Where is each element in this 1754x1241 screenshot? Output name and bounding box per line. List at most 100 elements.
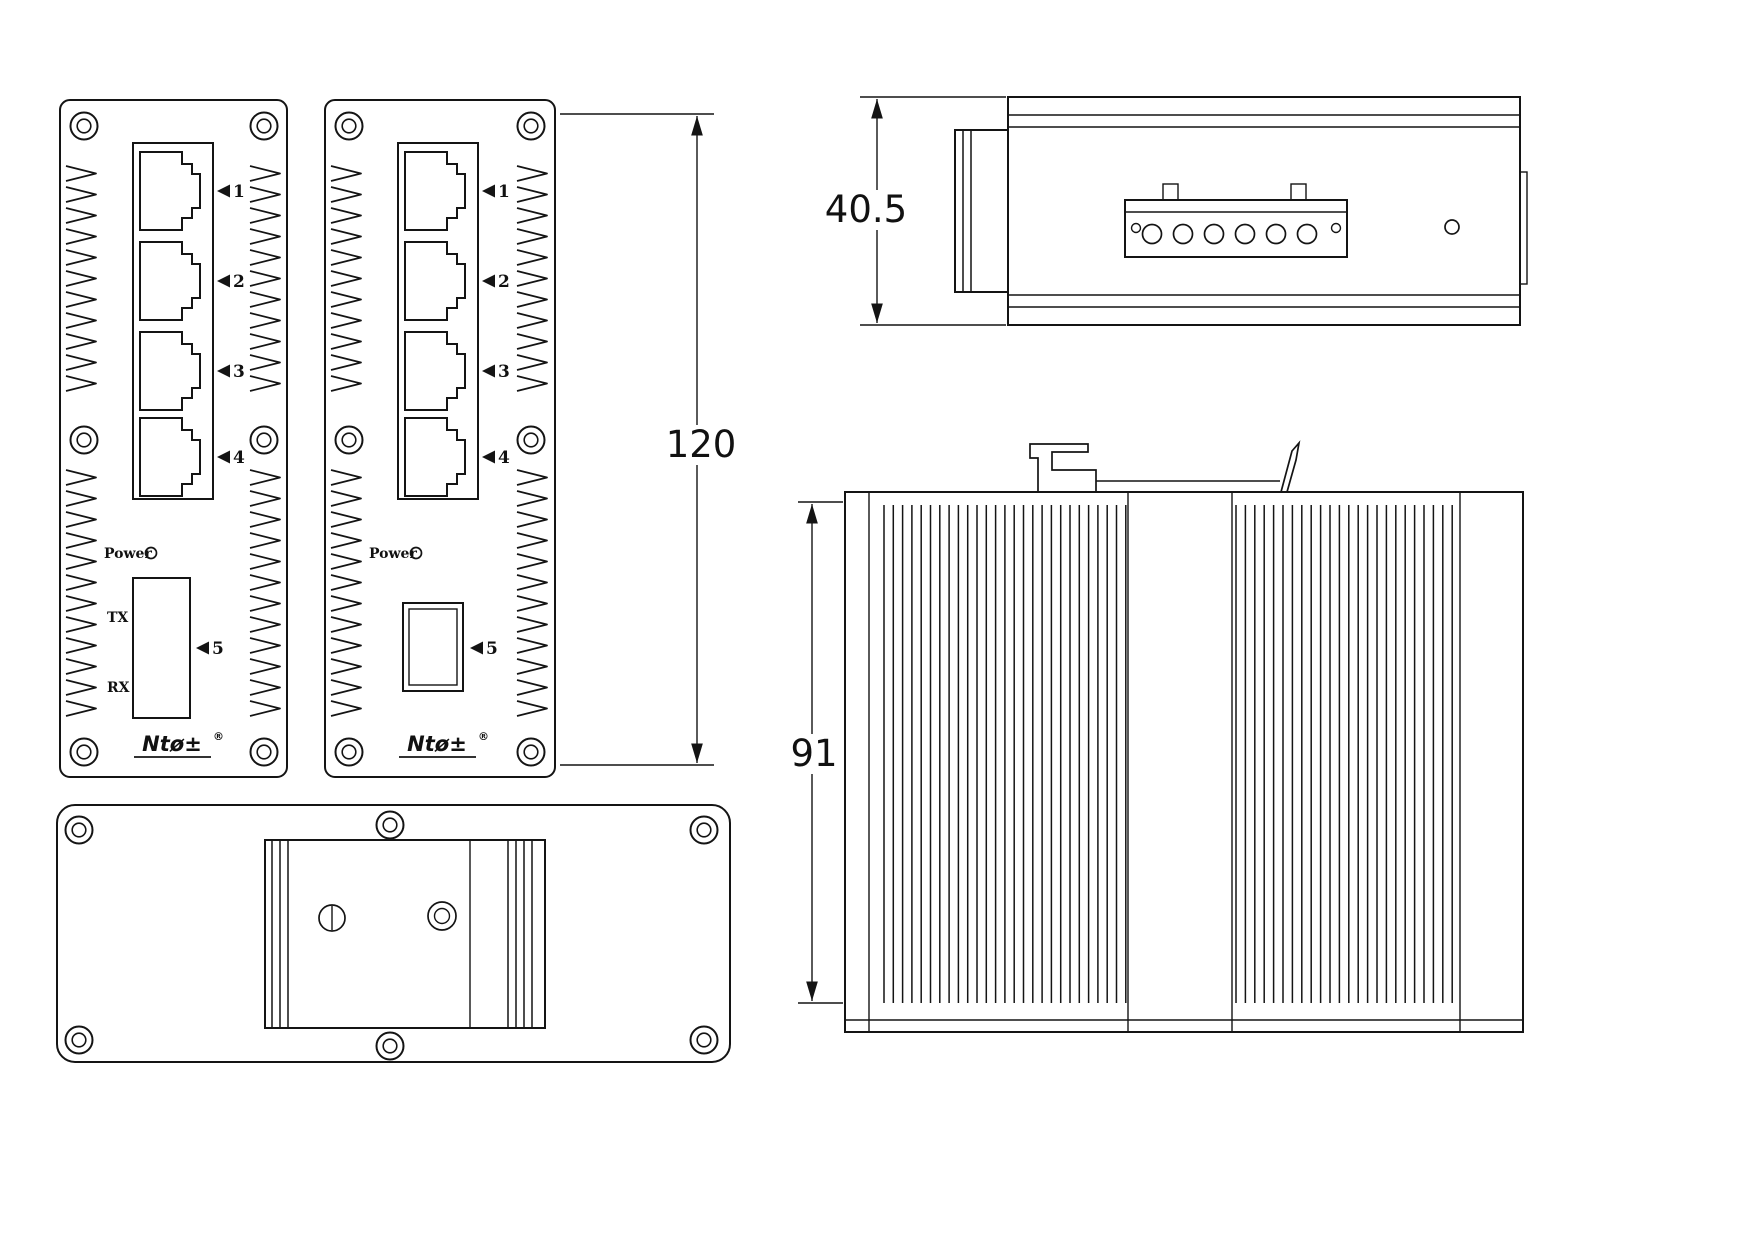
port-number: 5 (486, 639, 498, 659)
screw-hole (334, 111, 364, 141)
port-arrow-icon (482, 274, 495, 288)
terminal-pin (1296, 223, 1318, 245)
terminal-pin (1141, 223, 1163, 245)
port-number: 1 (498, 182, 510, 202)
port-number: 2 (498, 272, 510, 292)
heatsink-fins-right-lower (249, 469, 281, 717)
brand-logo: Ntø± ® (134, 730, 224, 758)
dimension-text-mask (812, 190, 920, 230)
din-clip-lines (962, 130, 972, 292)
dimension-value: 91 (790, 732, 837, 775)
registered-mark: ® (213, 730, 224, 743)
brand-logo: Ntø± ® (399, 730, 489, 758)
dimension-front-height: 120 (560, 113, 737, 766)
grounding-hole (1444, 219, 1460, 235)
dimension-top-depth: 40.5 (812, 96, 1006, 326)
screw-hole (516, 737, 546, 767)
din-release-lever (1280, 440, 1301, 493)
sfp-port-outline (402, 602, 464, 692)
port-label-3: 3 (217, 362, 245, 382)
din-mount-plate (264, 839, 546, 1029)
screw-hole (249, 425, 279, 455)
heatsink-fins-right-lower (516, 469, 548, 717)
port-number: 5 (212, 639, 224, 659)
front-view-fiber-variant: 1 2 3 4 Power TX RX 5 Ntø± ® (59, 99, 288, 778)
port-number: 3 (233, 362, 245, 382)
port-label-2: 2 (217, 272, 245, 292)
logo-text: Ntø± (142, 732, 202, 756)
screw-hole (689, 815, 719, 845)
port-label-3: 3 (482, 362, 510, 382)
dimension-text-mask (786, 734, 842, 774)
din-hook (1029, 443, 1097, 492)
power-label: Power (369, 546, 417, 562)
screw-hole (69, 425, 99, 455)
heatsink-fins-right-group (1235, 505, 1453, 1003)
terminal-end-hole (1330, 222, 1342, 234)
power-label: Power (104, 546, 152, 562)
bottom-view (56, 804, 731, 1063)
dimension-value: 120 (666, 423, 737, 466)
heatsink-fins-right-upper (249, 165, 281, 392)
fiber-port-outline (132, 577, 191, 719)
port-label-4: 4 (482, 448, 510, 468)
screw-hole (69, 111, 99, 141)
port-arrow-icon (482, 184, 495, 198)
side-tab (1519, 171, 1528, 285)
top-view (954, 96, 1528, 326)
rj45-port-2 (404, 241, 466, 321)
terminal-pin (1234, 223, 1256, 245)
rj45-port-frame (132, 142, 214, 500)
rj45-port-1 (139, 151, 201, 231)
rj45-port-2 (139, 241, 201, 321)
terminal-block-outline (1124, 199, 1348, 258)
dimension-text-mask (668, 425, 734, 465)
port-arrow-icon (217, 274, 230, 288)
sfp-port-inner (408, 608, 458, 686)
port-number: 2 (233, 272, 245, 292)
rj45-port-3 (404, 331, 466, 411)
screw-hole (334, 425, 364, 455)
power-led (144, 546, 158, 560)
screw-hole (516, 425, 546, 455)
heatsink-fins-left-lower (65, 469, 97, 717)
logo-text: Ntø± (407, 732, 467, 756)
mount-hole-inner (433, 907, 451, 925)
din-clip-end (954, 129, 1009, 293)
port-arrow-icon (482, 364, 495, 378)
mount-hole-outer (427, 901, 457, 931)
port-arrow-icon (196, 641, 209, 655)
body-outline (56, 804, 731, 1063)
mount-plate-outline (264, 839, 546, 1029)
port-arrow-icon (217, 364, 230, 378)
screw-hole (516, 111, 546, 141)
port-label-1: 1 (482, 182, 510, 202)
dimension-value: 40.5 (825, 188, 907, 231)
screw-hole (375, 1031, 405, 1061)
heatsink-fins-left-upper (330, 165, 362, 392)
screw-hole (375, 810, 405, 840)
terminal-block (1124, 183, 1348, 258)
mount-plate-lines-left (271, 840, 289, 1028)
heatsink-fins-left-upper (65, 165, 97, 392)
rx-label: RX (107, 680, 130, 696)
port-number: 4 (498, 448, 510, 468)
rj45-port-1 (404, 151, 466, 231)
port-arrow-icon (482, 450, 495, 464)
port-label-2: 2 (482, 272, 510, 292)
port-label-4: 4 (217, 448, 245, 468)
rj45-port-3 (139, 331, 201, 411)
din-rail-clip (1029, 440, 1301, 493)
terminal-tab (1162, 183, 1179, 201)
screw-hole (64, 815, 94, 845)
heatsink-fins-left-lower (330, 469, 362, 717)
side-view (844, 440, 1524, 1033)
terminal-pin (1265, 223, 1287, 245)
registered-mark: ® (478, 730, 489, 743)
port-number: 4 (233, 448, 245, 468)
rj45-port-4 (139, 417, 201, 497)
screw-hole (689, 1025, 719, 1055)
rj45-port-frame (397, 142, 479, 500)
